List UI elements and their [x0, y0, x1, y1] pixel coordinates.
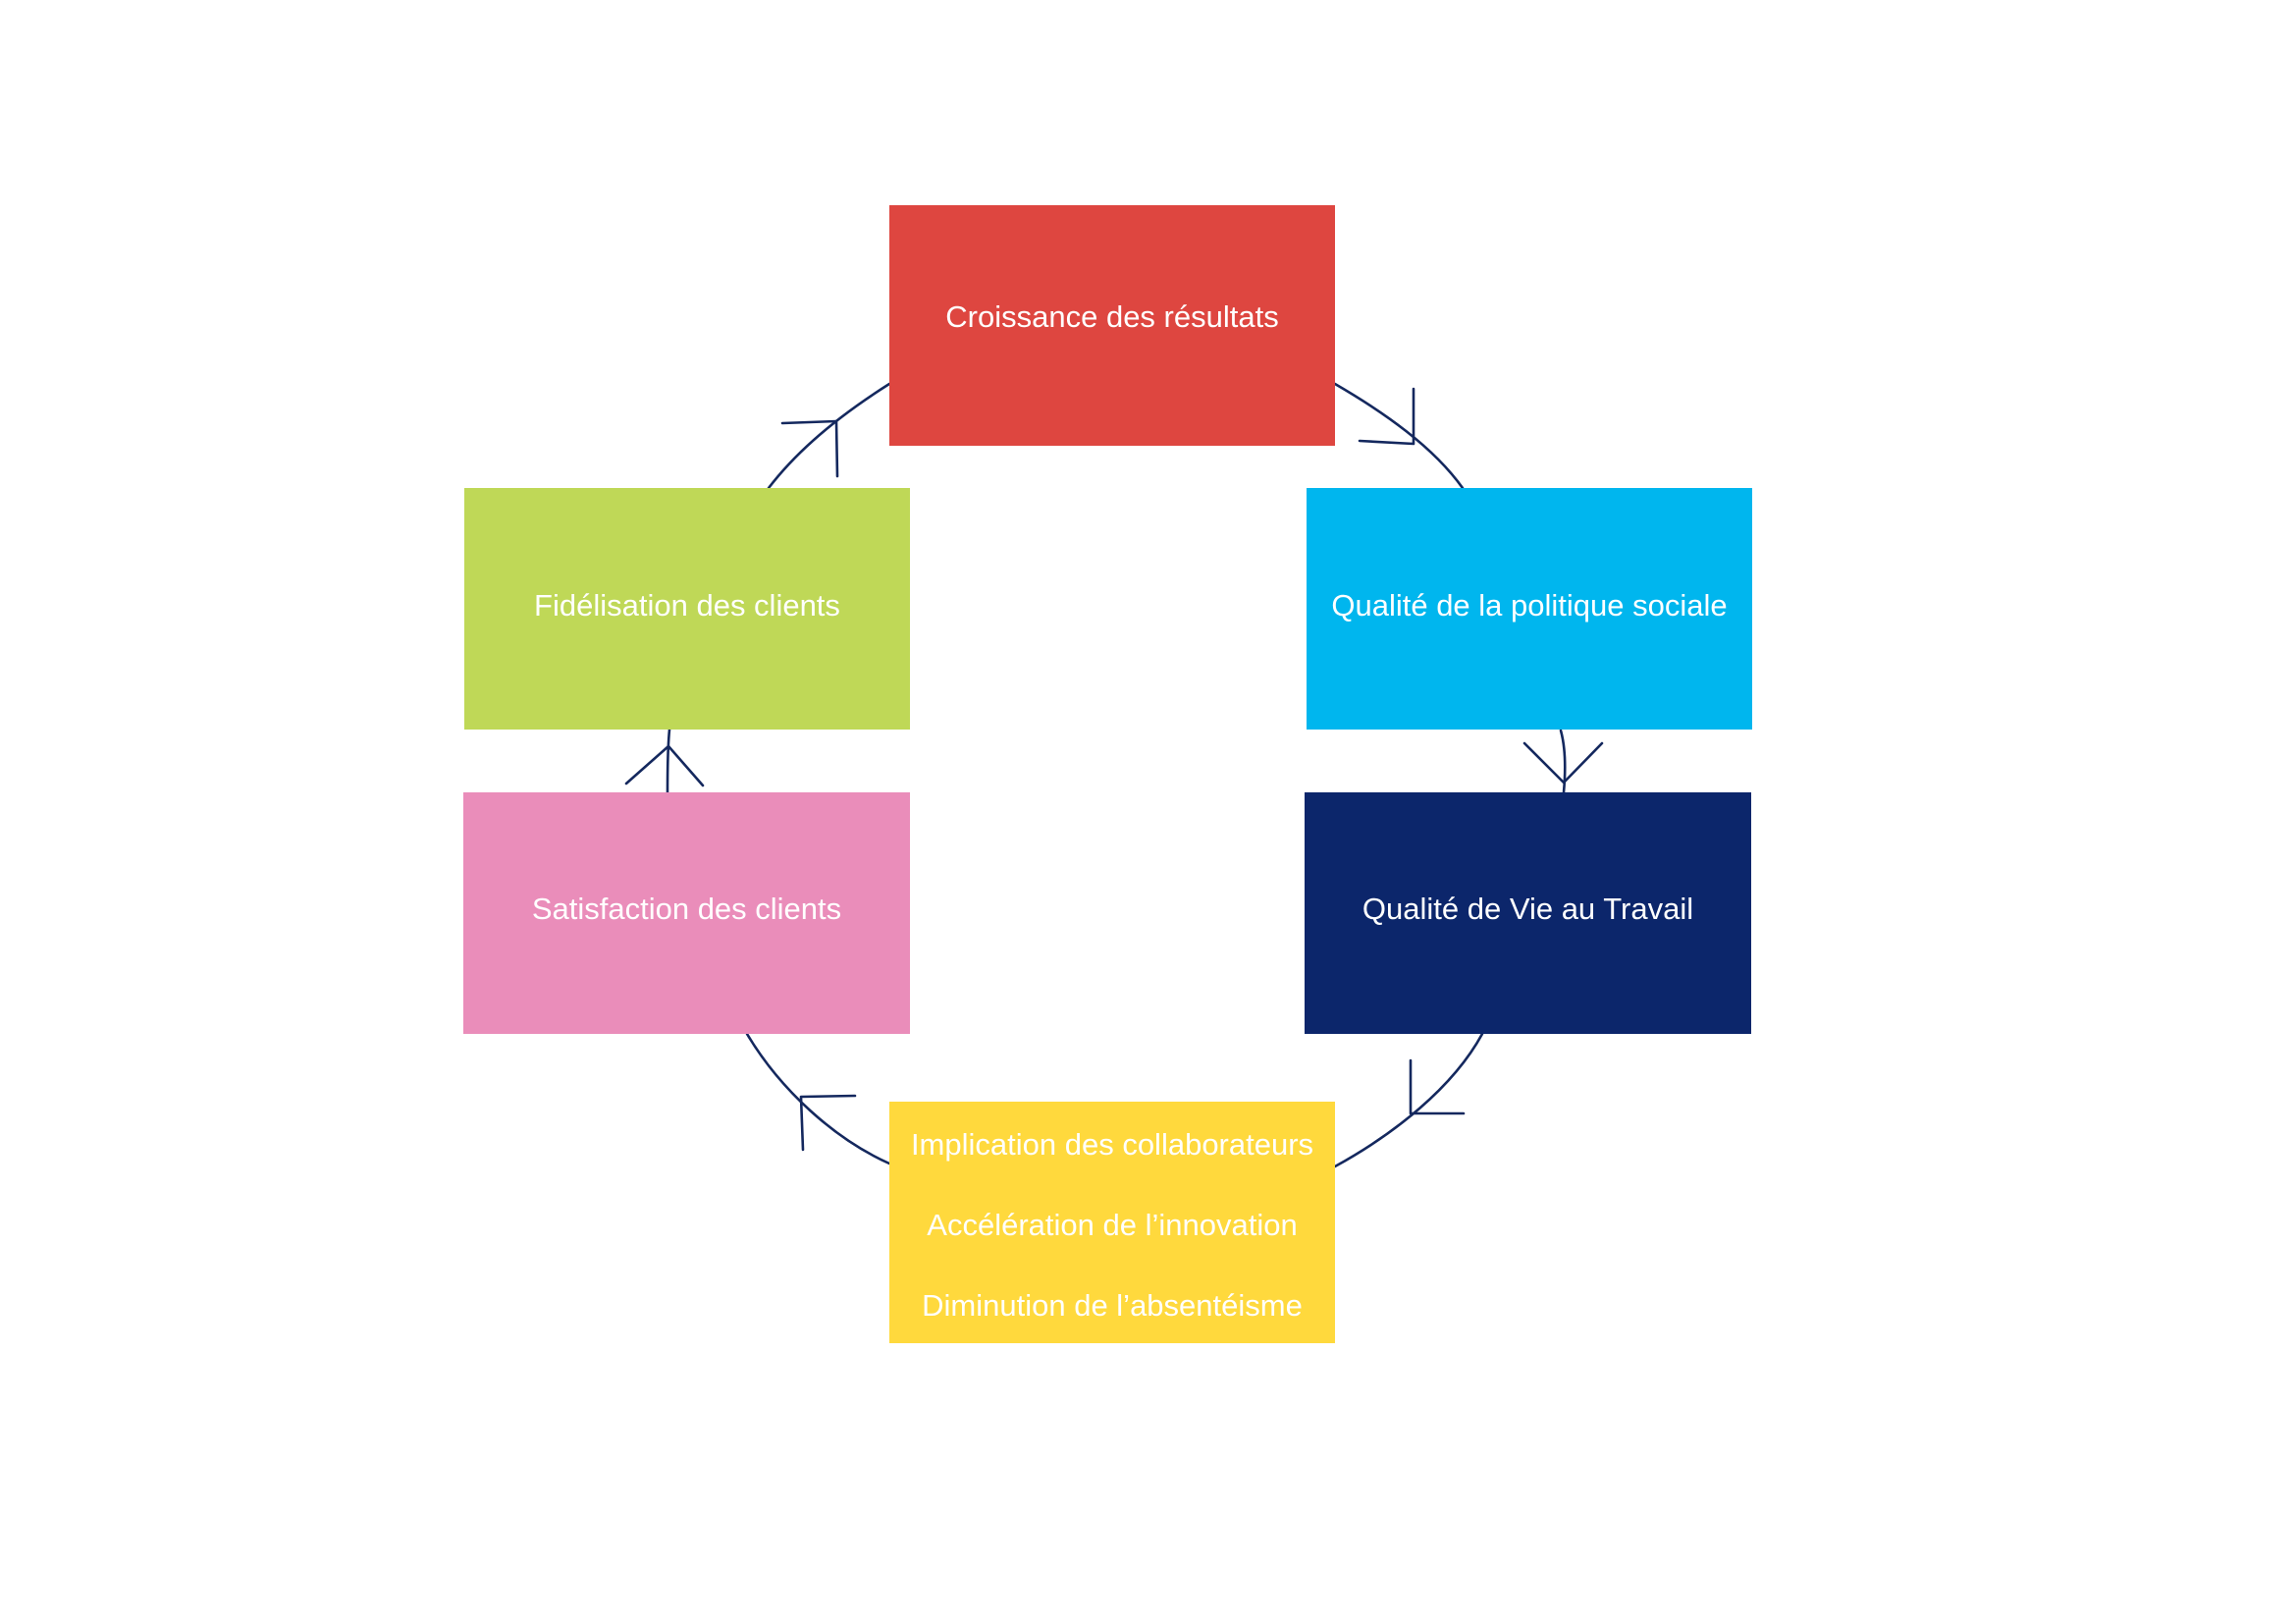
arrow-croissance-to-politique [1333, 382, 1465, 490]
node-fidelisation-des-clients: Fidélisation des clients [464, 488, 910, 730]
node-satisfaction-des-clients: Satisfaction des clients [463, 792, 910, 1034]
node-label: Satisfaction des clients [531, 892, 842, 926]
node-qualite-vie-au-travail: Qualité de Vie au Travail [1305, 792, 1751, 1034]
arrow-implication-to-satisfaction [745, 1032, 891, 1165]
arrow-satisfaction-to-fidelisation [624, 728, 705, 794]
arrow-politique-to-qvt [1522, 729, 1604, 794]
node-label-implication: Implication des collaborateurs [910, 1127, 1314, 1162]
arrow-qvt-to-implication [1333, 1032, 1484, 1168]
node-label-innovation: Accélération de l’innovation [927, 1208, 1298, 1242]
node-label: Qualité de la politique sociale [1331, 588, 1728, 623]
node-implication-innovation-absenteisme: Implication des collaborateurs Accélérat… [889, 1102, 1335, 1343]
node-label-absenteisme: Diminution de l’absentéisme [922, 1288, 1303, 1323]
node-label: Fidélisation des clients [534, 588, 840, 623]
node-label: Qualité de Vie au Travail [1362, 892, 1694, 926]
node-label: Croissance des résultats [945, 298, 1279, 334]
node-qualite-politique-sociale: Qualité de la politique sociale [1307, 488, 1752, 730]
arrow-fidelisation-to-croissance [767, 382, 891, 490]
node-croissance-des-resultats: Croissance des résultats [889, 205, 1335, 446]
